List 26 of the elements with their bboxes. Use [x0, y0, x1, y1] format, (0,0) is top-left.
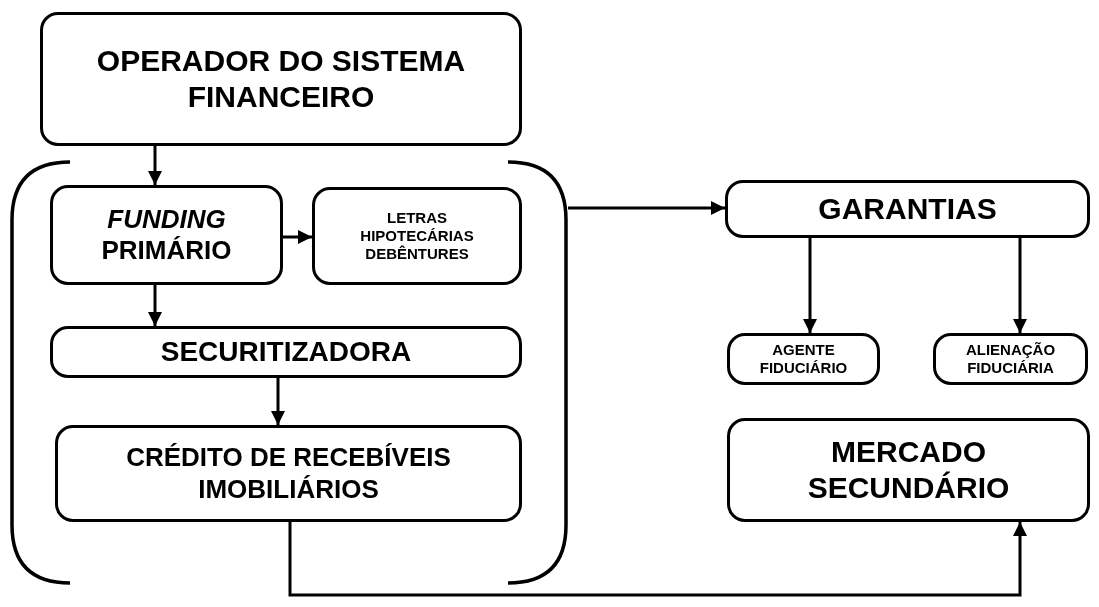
node-label: SECURITIZADORA [160, 335, 412, 369]
arrow [148, 146, 162, 185]
node-label: OPERADOR DO SISTEMA FINANCEIRO [95, 43, 467, 115]
node-label: ALIENAÇÃO FIDUCIÁRIA [964, 341, 1057, 377]
arrow [568, 201, 725, 215]
process-box [40, 12, 522, 146]
process-box [727, 333, 880, 385]
arrow [1013, 238, 1027, 333]
process-box [725, 180, 1090, 238]
process-box [727, 418, 1090, 522]
arrow [288, 522, 1027, 597]
process-box [933, 333, 1088, 385]
process-box [55, 425, 522, 522]
node-label: GARANTIAS [818, 191, 997, 227]
node-label: CRÉDITO DE RECEBÍVEIS IMOBILIÁRIOS [125, 442, 452, 505]
node-label: LETRAS HIPOTECÁRIAS DEBÊNTURES [359, 209, 475, 263]
arrow [803, 238, 817, 333]
arrow [148, 285, 162, 326]
node-label: MERCADO SECUNDÁRIO [806, 434, 1011, 506]
node-label: FUNDING PRIMÁRIO [100, 203, 233, 267]
process-box [50, 185, 283, 285]
node-label: AGENTE FIDUCIÁRIO [758, 341, 849, 377]
arrow [271, 378, 285, 425]
process-box [312, 187, 522, 285]
process-box [50, 326, 522, 378]
arrow [283, 230, 312, 244]
